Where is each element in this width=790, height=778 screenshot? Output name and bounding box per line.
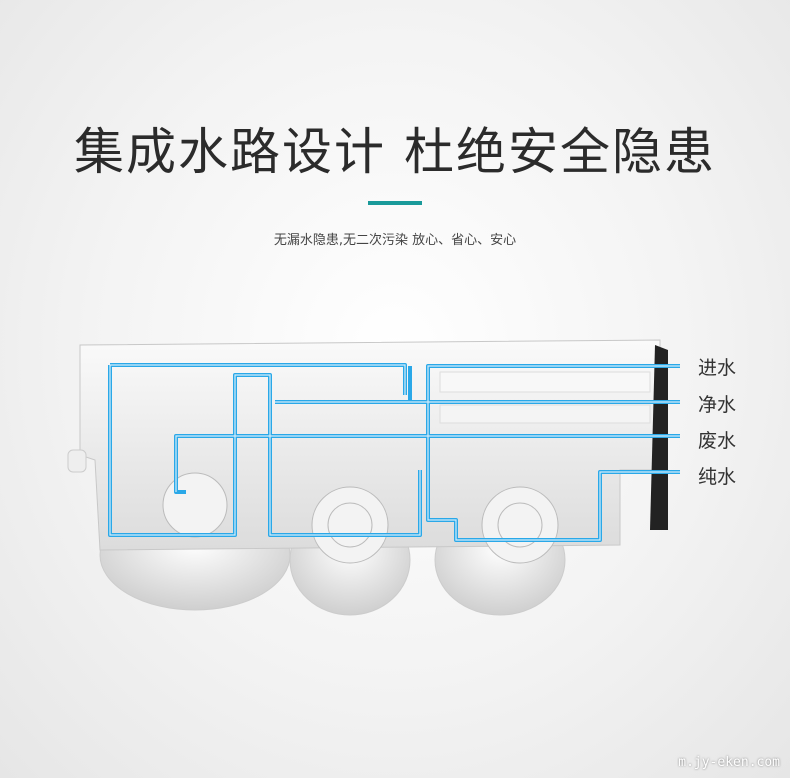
subtitle: 无漏水隐患,无二次污染 放心、省心、安心	[273, 233, 517, 248]
label-purified-water: 净水	[698, 394, 737, 416]
water-path-diagram	[67, 339, 680, 616]
filter-housing	[67, 339, 668, 616]
label-inlet-water: 进水	[698, 357, 737, 379]
accent-divider	[368, 201, 422, 205]
label-waste-water: 废水	[698, 430, 737, 452]
label-pure-water: 纯水	[698, 466, 737, 488]
page-title: 集成水路设计 杜绝安全隐患	[74, 123, 716, 181]
watermark: m.jy-eken.com	[678, 755, 780, 770]
